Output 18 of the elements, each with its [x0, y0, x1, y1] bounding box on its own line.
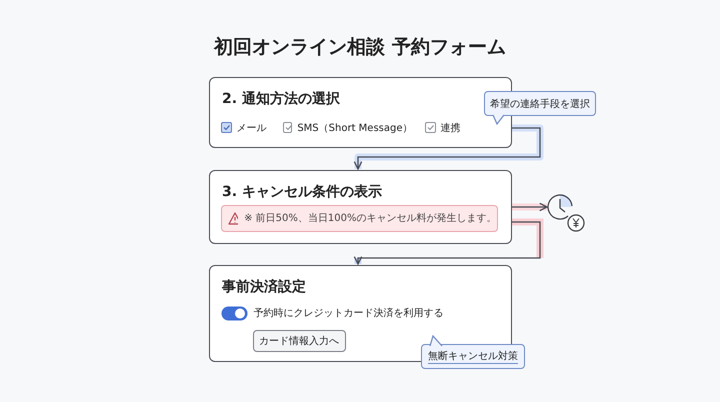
title: 初回オンライン相談 予約フォーム	[212, 35, 507, 60]
connector-arrow	[354, 221, 541, 265]
toggle-label: 予約時にクレジットカード決済を利用する	[254, 306, 444, 320]
checkbox-label: メール	[236, 122, 266, 134]
warning-banner	[220, 204, 498, 232]
form-section-card	[209, 170, 512, 244]
form-section-card	[209, 77, 512, 148]
connector-arrow	[512, 202, 548, 212]
section-heading: 事前決済設定	[222, 278, 306, 296]
section-heading: 2. 通知方法の選択	[222, 90, 340, 108]
callout-text: 希望の連絡手段を選択	[490, 98, 590, 110]
checkbox-label: SMS（Short Message）	[297, 122, 412, 134]
connector-arrow	[354, 127, 541, 170]
action-button: カード情報入力へ	[252, 330, 346, 352]
callout-text: 無断キャンセル対策	[428, 349, 518, 364]
section-heading: 3. キャンセル条件の表示	[222, 183, 382, 201]
checkbox-label: 連携	[440, 122, 460, 134]
warning-text: ※ 前日50%、当日100%のキャンセル料が発生します。	[244, 212, 496, 225]
